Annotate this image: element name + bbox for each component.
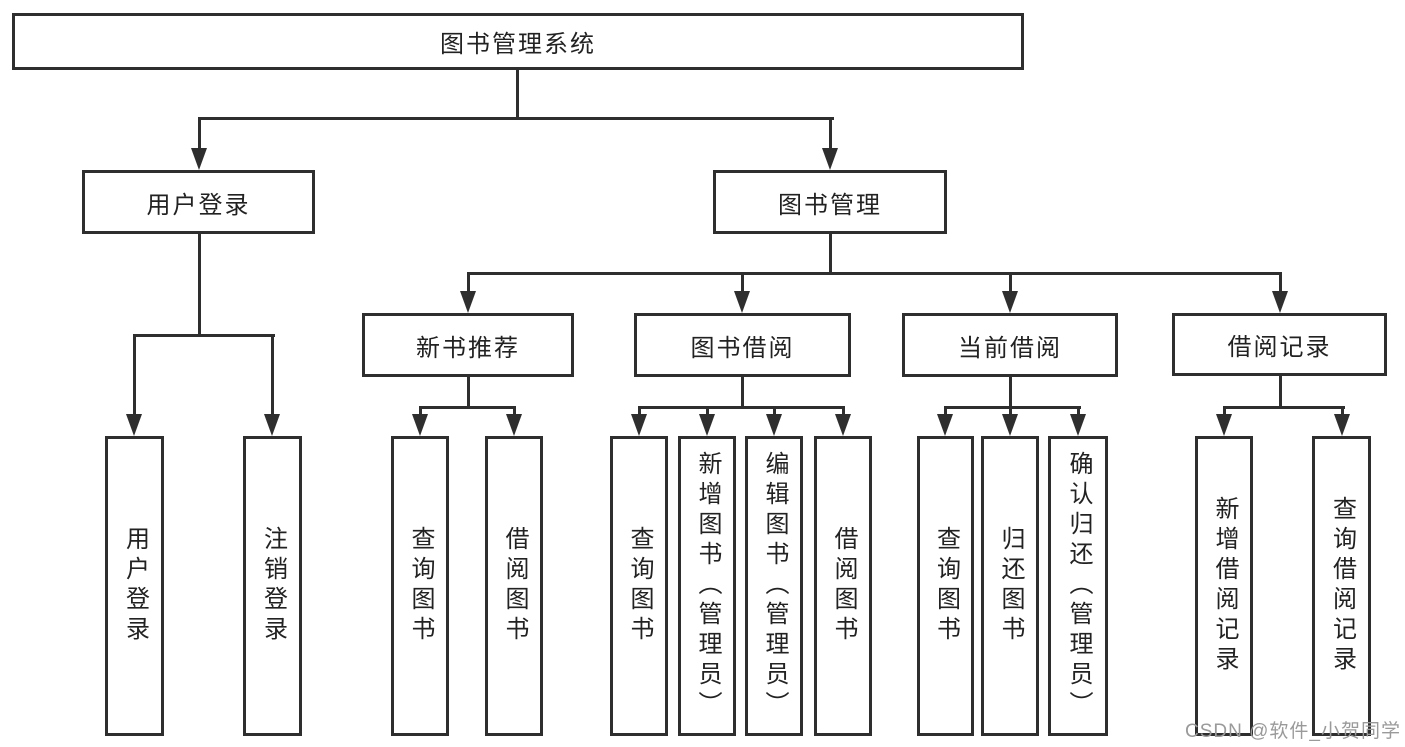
arrowhead-down-icon — [1070, 414, 1086, 436]
connector-drop — [418, 407, 422, 417]
leaf-label: 注销登录 — [259, 526, 287, 646]
leaf-label: 新增图书（管理员） — [694, 451, 721, 721]
connector-drop — [132, 335, 136, 416]
leaf-query-borrow-record: 查询借阅记录 — [1312, 436, 1371, 736]
connector-drop — [772, 407, 776, 417]
node-new-book-recommendation: 新书推荐 — [362, 313, 574, 377]
connector-level2-rail — [197, 116, 834, 120]
connector-drop — [841, 407, 845, 417]
connector-new-books-stem — [466, 376, 470, 408]
node-user-login: 用户登录 — [82, 170, 315, 234]
arrowhead-down-icon — [506, 414, 522, 436]
leaf-query-books-borrow: 查询图书 — [610, 436, 668, 736]
arrowhead-down-icon — [191, 148, 207, 170]
arrowhead-down-icon — [126, 414, 142, 436]
leaf-borrow-books-recommend: 借阅图书 — [485, 436, 543, 736]
node-label: 图书借阅 — [690, 334, 795, 362]
connector-drop — [705, 407, 709, 417]
node-label: 新书推荐 — [416, 334, 520, 362]
leaf-label: 查询图书 — [932, 526, 960, 646]
arrowhead-down-icon — [734, 291, 750, 313]
node-label: 用户登录 — [146, 191, 251, 219]
connector-current-borrow-rail — [943, 405, 1081, 409]
connector-level3-rail — [466, 271, 1282, 275]
connector-book-borrow-rail — [637, 405, 845, 409]
connector-drop — [1278, 273, 1282, 295]
arrowhead-down-icon — [264, 414, 280, 436]
connector-drop — [270, 335, 274, 416]
connector-drop — [1008, 273, 1012, 295]
arrowhead-down-icon — [460, 291, 476, 313]
leaf-label: 归还图书 — [997, 526, 1024, 646]
connector-drop — [637, 407, 641, 417]
leaf-label: 查询借阅记录 — [1328, 496, 1356, 676]
connector-current-borrow-stem — [1008, 377, 1012, 408]
connector-drop — [740, 273, 744, 295]
leaf-query-books-current: 查询图书 — [917, 436, 974, 736]
connector-drop — [197, 118, 201, 150]
connector-root-stem — [515, 69, 519, 118]
connector-borrow-records-stem — [1278, 375, 1282, 408]
connector-user-login-stem — [197, 233, 201, 337]
leaf-label: 查询图书 — [626, 526, 653, 646]
connector-new-books-rail — [418, 405, 516, 409]
connector-user-login-rail — [132, 333, 275, 337]
arrowhead-down-icon — [1002, 291, 1018, 313]
connector-drop — [1340, 407, 1344, 417]
node-label: 借阅记录 — [1227, 334, 1332, 361]
node-label: 图书管理 — [778, 191, 882, 219]
node-book-management: 图书管理 — [713, 170, 947, 234]
arrowhead-down-icon — [1002, 414, 1018, 436]
connector-drop — [512, 407, 516, 417]
node-current-borrowing: 当前借阅 — [902, 313, 1118, 377]
arrowhead-down-icon — [766, 414, 782, 436]
leaf-label: 编辑图书（管理员） — [761, 451, 788, 721]
leaf-add-borrow-record: 新增借阅记录 — [1195, 436, 1253, 736]
node-label: 当前借阅 — [958, 334, 1062, 362]
node-label: 图书管理系统 — [440, 31, 596, 58]
connector-borrow-records-rail — [1222, 405, 1345, 409]
csdn-watermark: CSDN @软件_小贺同学 — [1185, 721, 1401, 742]
leaf-label: 确认归还（管理员） — [1065, 451, 1092, 721]
arrowhead-down-icon — [412, 414, 428, 436]
node-library-system: 图书管理系统 — [12, 13, 1024, 70]
leaf-label: 借阅图书 — [830, 526, 857, 646]
arrowhead-down-icon — [1334, 414, 1350, 436]
leaf-add-book-admin: 新增图书（管理员） — [678, 436, 736, 736]
connector-book-borrow-stem — [741, 376, 744, 408]
connector-book-mgmt-stem — [828, 233, 832, 274]
leaf-logout: 注销登录 — [243, 436, 302, 736]
leaf-edit-book-admin: 编辑图书（管理员） — [745, 436, 803, 736]
leaf-label: 借阅图书 — [501, 526, 528, 646]
node-borrowing-records: 借阅记录 — [1172, 313, 1387, 376]
connector-drop — [466, 273, 470, 295]
arrowhead-down-icon — [699, 414, 715, 436]
leaf-borrow-books-borrow: 借阅图书 — [814, 436, 872, 736]
connector-drop — [1076, 407, 1080, 417]
arrowhead-down-icon — [631, 414, 647, 436]
arrowhead-down-icon — [835, 414, 851, 436]
arrowhead-down-icon — [1272, 291, 1288, 313]
arrowhead-down-icon — [937, 414, 953, 436]
connector-drop — [943, 407, 947, 417]
leaf-label: 新增借阅记录 — [1211, 496, 1238, 676]
leaf-label: 查询图书 — [407, 526, 434, 646]
leaf-user-login: 用户登录 — [105, 436, 164, 736]
leaf-return-books: 归还图书 — [981, 436, 1039, 736]
arrowhead-down-icon — [1216, 414, 1232, 436]
leaf-label: 用户登录 — [121, 526, 149, 646]
leaf-confirm-return-admin: 确认归还（管理员） — [1048, 436, 1108, 736]
connector-drop — [828, 118, 832, 150]
arrowhead-down-icon — [822, 148, 838, 170]
leaf-query-books-recommend: 查询图书 — [391, 436, 449, 736]
connector-drop — [1222, 407, 1226, 417]
connector-drop — [1008, 407, 1012, 417]
node-book-borrowing: 图书借阅 — [634, 313, 851, 377]
